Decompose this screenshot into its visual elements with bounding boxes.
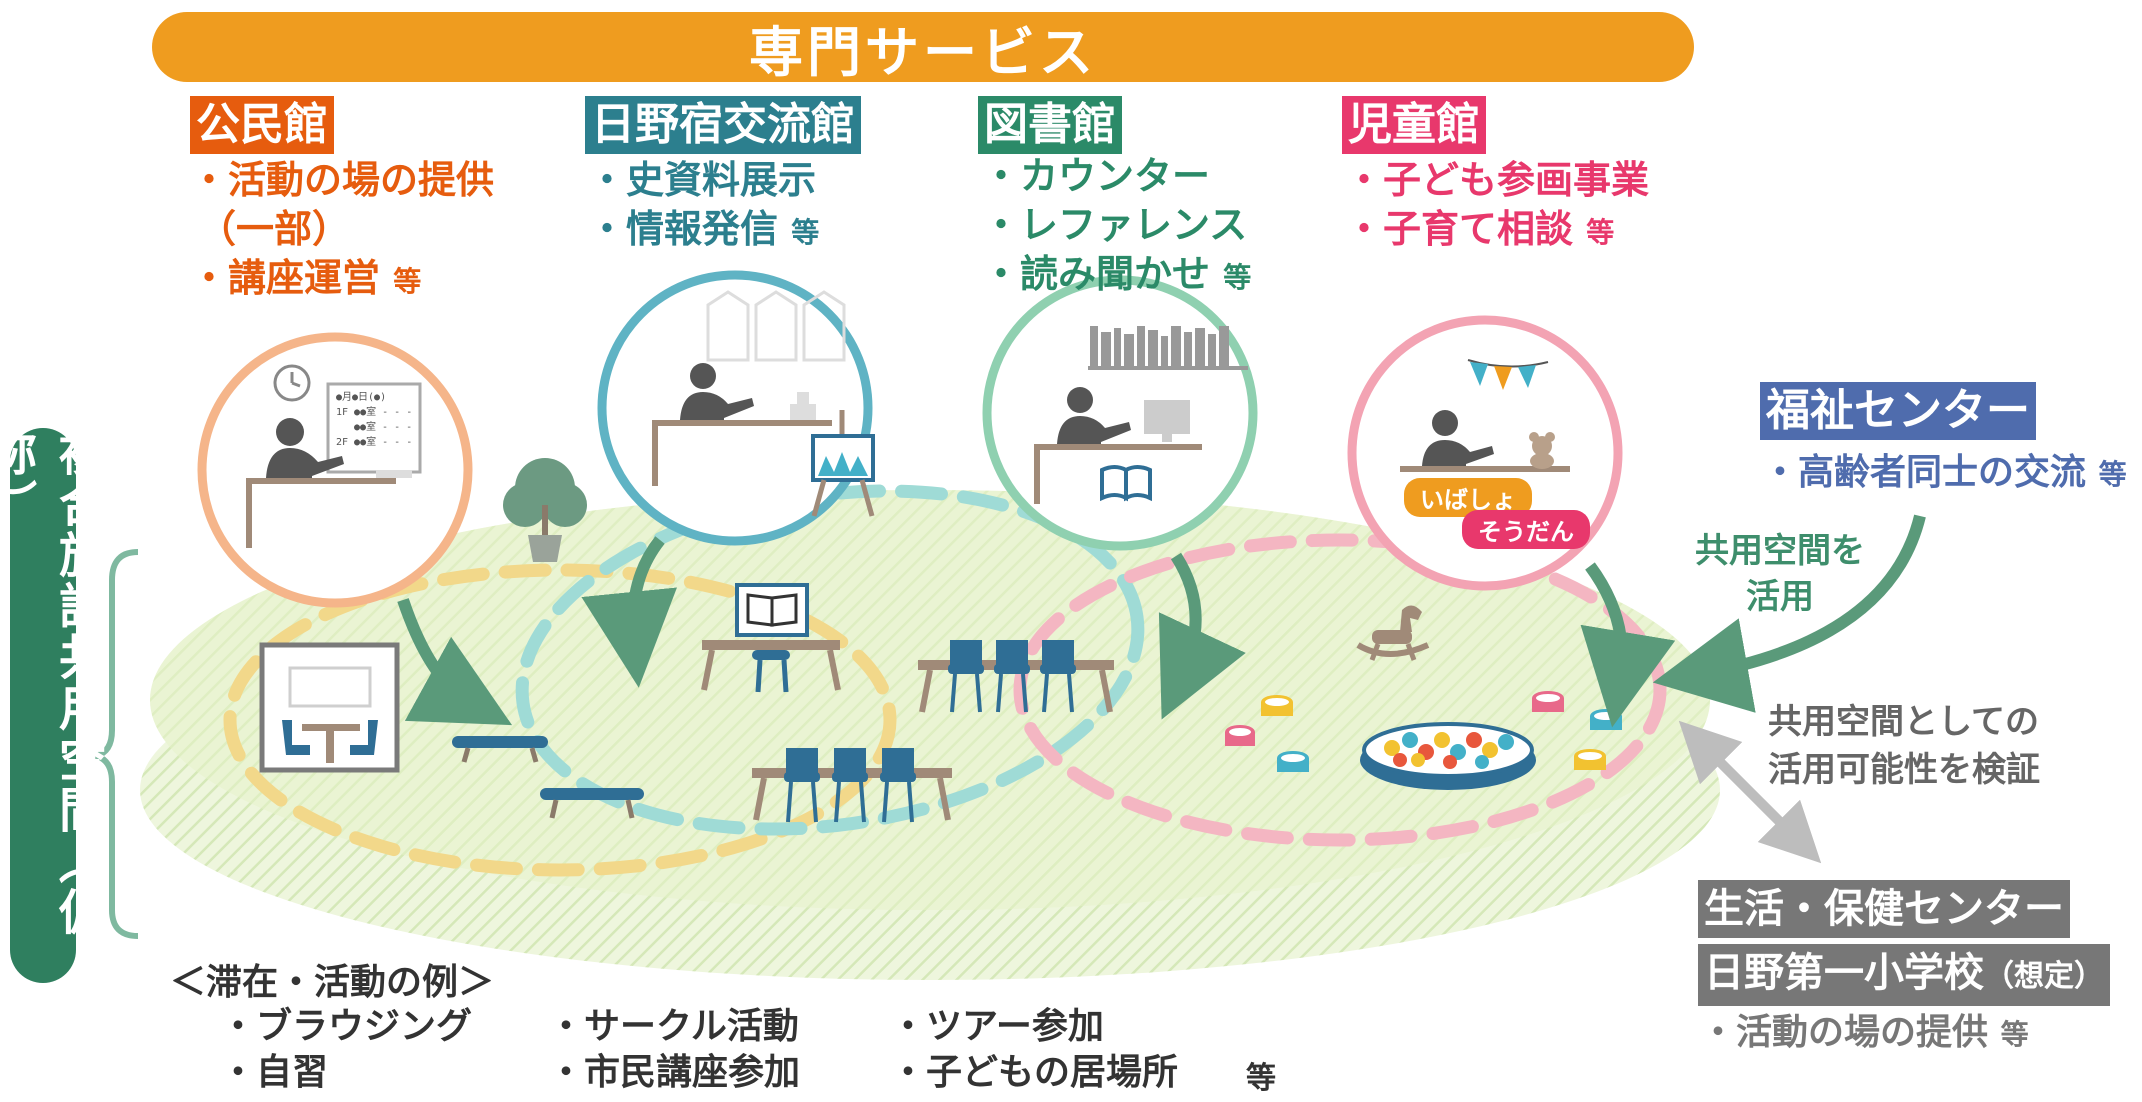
table-chairs-icon	[918, 640, 1114, 713]
stool-icon	[1225, 725, 1255, 746]
list-item: ・サークル活動	[548, 1006, 799, 1047]
reading-desk-icon	[701, 583, 841, 693]
list-item: ・ブラウジング	[220, 1006, 473, 1047]
etc-label: 等	[1586, 216, 1615, 249]
examples-heading: ＜滞在・活動の例＞	[170, 962, 495, 1003]
shared-space-vertical-label: 複合施設共用空間（仮称）	[0, 428, 106, 983]
kouryukan-circle	[597, 270, 873, 546]
facility-tag-kouryukan: 日野宿交流館	[585, 96, 861, 154]
facility-tag-kominkan: 公民館	[190, 96, 334, 154]
library-items: ・カウンター ・レファレンス ・読み聞かせ 等	[982, 152, 1251, 302]
arrow-verify	[1678, 720, 1822, 864]
examples-etc: 等	[1246, 1061, 1276, 1096]
rocking-horse-icon	[1356, 605, 1430, 661]
list-item: ・市民講座参加	[548, 1052, 801, 1093]
facility-tag-library: 図書館	[978, 96, 1122, 154]
bench-icon	[452, 736, 548, 763]
examples-col3: ・ツアー参加 ・子どもの居場所	[890, 1004, 1178, 1096]
list-item: ・講座運営	[190, 256, 381, 300]
kouryukan-items: ・史資料展示 ・情報発信 等	[588, 156, 819, 257]
ball-pit-icon	[1360, 722, 1536, 790]
schedule-board	[326, 382, 422, 474]
arrow-kouryukan	[581, 536, 678, 688]
verify-note: 共用空間としての 活用可能性を検証	[1768, 702, 2040, 790]
list-item: ・活動の場の提供	[1700, 1012, 1989, 1053]
list-item: ・読み聞かせ	[982, 252, 1211, 296]
examples-col1: ・ブラウジング ・自習	[220, 1004, 472, 1096]
list-item: ・カウンター	[982, 154, 1211, 198]
list-item: ・子どもの居場所	[890, 1052, 1179, 1093]
bunting-icon	[1467, 359, 1549, 390]
facility-tag-school: 日野第一小学校（想定）	[1698, 944, 2110, 1006]
tree-icon	[503, 458, 587, 562]
school-items: ・活動の場の提供 等	[1700, 1008, 2029, 1059]
etc-label: 等	[393, 265, 422, 298]
facility-tag-jidokan: 児童館	[1342, 96, 1486, 154]
etc-label: 等	[2098, 458, 2127, 491]
kominkan-items: ・活動の場の提供 （一部） ・講座運営 等	[190, 156, 494, 306]
stool-icon	[1277, 751, 1309, 772]
stool-icon	[1590, 709, 1622, 730]
specialized-services-banner: 専門サービス	[152, 12, 1694, 84]
facility-tag-welfare: 福祉センター	[1760, 382, 2036, 440]
list-item: ・史資料展示	[588, 158, 817, 202]
bench-icon	[540, 788, 644, 819]
list-item: ・レファレンス	[982, 203, 1248, 247]
open-book-icon	[1100, 465, 1152, 502]
list-item: ・子ども参画事業	[1345, 158, 1650, 202]
teddy-bear-icon	[1529, 432, 1555, 469]
etc-label: 等	[1223, 261, 1252, 294]
library-circle	[982, 275, 1258, 551]
study-booth-icon	[259, 642, 400, 773]
stool-icon	[1574, 749, 1606, 770]
list-item: ・自習	[220, 1052, 329, 1093]
jidokan-items: ・子ども参画事業 ・子育て相談 等	[1345, 156, 1649, 257]
examples-col2: ・サークル活動 ・市民講座参加	[548, 1004, 800, 1096]
facility-tag-life-center: 生活・保健センター	[1698, 880, 2070, 938]
arrow-welfare	[1652, 514, 1926, 713]
list-item: （一部）	[198, 207, 351, 251]
shared-space-note: 共用空間を 活用	[1695, 531, 1865, 617]
list-item: ・活動の場の提供	[190, 158, 495, 202]
easel-icon	[811, 410, 875, 517]
table-chairs-icon	[752, 748, 952, 823]
list-item: ・ツアー参加	[890, 1006, 1104, 1047]
stool-icon	[1532, 691, 1564, 712]
soudan-badge: そうだん	[1462, 510, 1590, 549]
loop-yellow	[223, 563, 897, 877]
list-item: ・情報発信	[588, 207, 779, 251]
left-brace	[95, 549, 139, 939]
etc-label: 等	[2000, 1018, 2029, 1051]
kominkan-circle	[197, 332, 473, 608]
arrow-library	[1158, 552, 1246, 720]
welfare-items: ・高齢者同士の交流 等	[1762, 448, 2127, 499]
arrow-kominkan	[397, 598, 513, 726]
etc-label: 等	[791, 216, 820, 249]
schedule-board-text: ●月●日(●) 1F ●●室 - - - ●●室 - - - 2F ●●室 - …	[336, 392, 413, 448]
list-item: ・子育て相談	[1345, 207, 1574, 251]
stool-icon	[1261, 695, 1293, 716]
list-item: ・高齢者同士の交流	[1762, 452, 2087, 493]
arrow-jidokan	[1580, 562, 1676, 728]
banner-title: 専門サービス	[749, 20, 1097, 84]
